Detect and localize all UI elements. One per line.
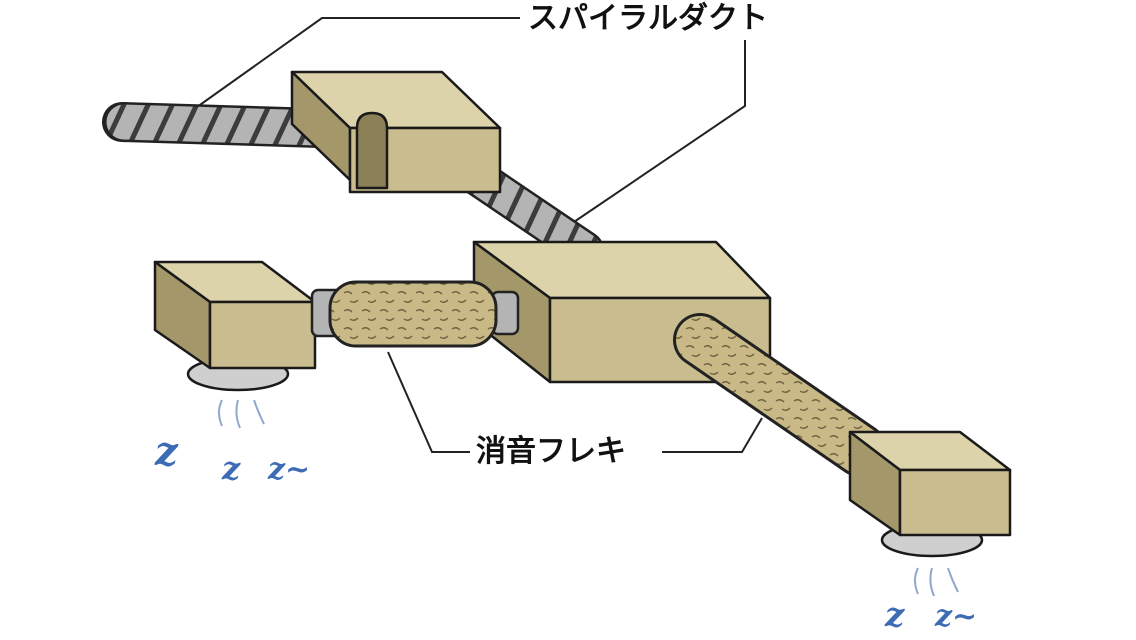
diffuser-box-left — [153, 260, 317, 392]
diffuser-box-right — [848, 430, 1012, 558]
chamber-box-top — [290, 70, 502, 194]
silencer-flex-horizontal — [310, 280, 520, 348]
label-silencer-flex: 消音フレキ — [476, 434, 626, 469]
sound-mark: z — [155, 428, 178, 475]
silencer-flex-diagonal — [673, 313, 887, 477]
label-spiral-duct: スパイラルダクト — [528, 1, 768, 36]
sound-mark: z — [885, 595, 905, 635]
sound-mark: z~ — [935, 599, 978, 634]
airflow-lines — [218, 399, 959, 597]
spiral-duct-left — [102, 102, 340, 148]
sound-mark: z — [222, 449, 241, 487]
sound-mark: z~ — [268, 452, 311, 487]
leader-lines — [189, 17, 763, 453]
